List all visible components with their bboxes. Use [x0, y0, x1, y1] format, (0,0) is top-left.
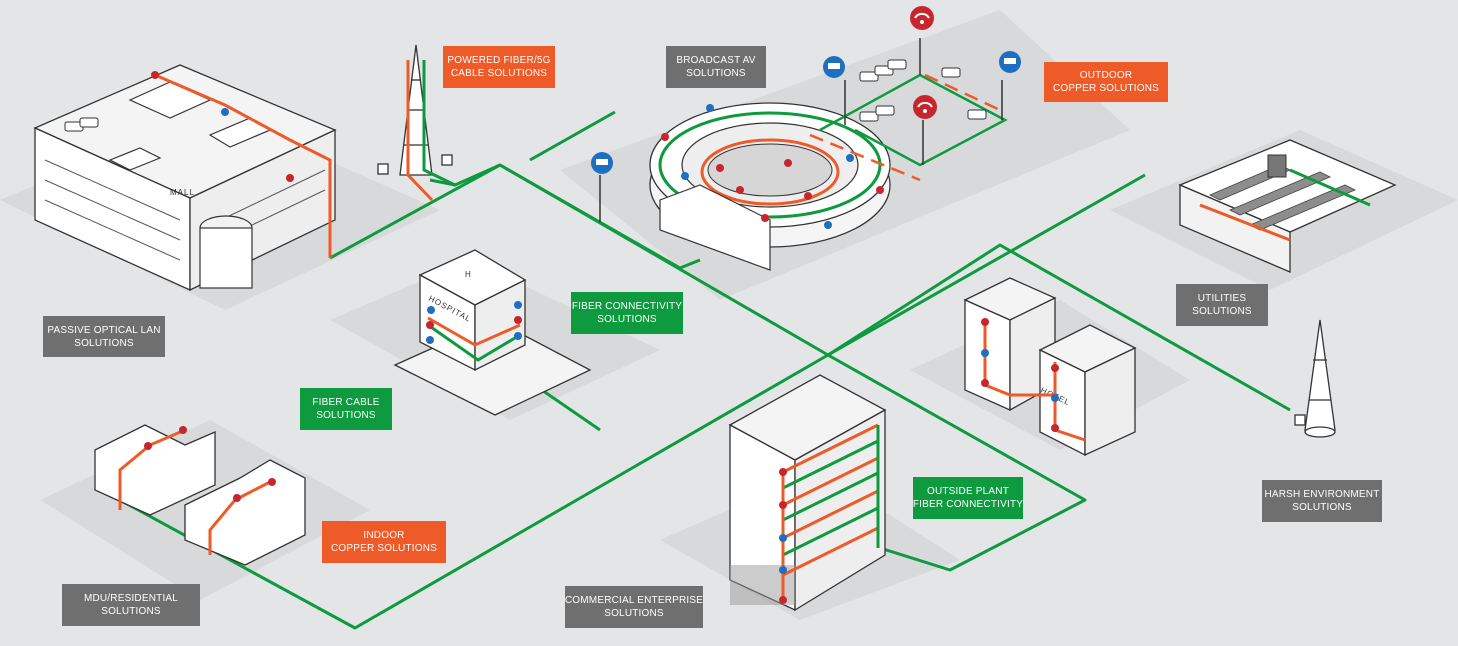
outside-plant-label[interactable]: OUTSIDE PLANT FIBER CONNECTIVITY — [913, 477, 1023, 519]
hotel-buildings: HOTEL — [963, 277, 1137, 457]
wifi-icon — [913, 95, 937, 119]
node-dot — [661, 133, 669, 141]
mall-building: MALL — [33, 64, 337, 292]
office-tower — [728, 374, 887, 612]
fiber-connectivity-label[interactable]: FIBER CONNECTIVITY SOLUTIONS — [571, 292, 683, 334]
car-icon — [64, 59, 987, 132]
security-camera-icon — [591, 152, 613, 174]
fiber-cable-label[interactable]: FIBER CABLE SOLUTIONS — [300, 388, 392, 430]
passive-optical-lan-label[interactable]: PASSIVE OPTICAL LAN SOLUTIONS — [43, 316, 165, 357]
node-dot — [151, 71, 159, 79]
node-dot — [846, 154, 854, 162]
node-dot — [221, 108, 229, 116]
node-dot — [784, 159, 792, 167]
node-dot — [876, 186, 884, 194]
node-dot — [761, 214, 769, 222]
stadium — [649, 102, 891, 271]
mdu-residential-label[interactable]: MDU/RESIDENTIAL SOLUTIONS — [62, 584, 200, 626]
hospital-building: H HOSPITAL — [393, 249, 592, 416]
powered-fiber-label[interactable]: POWERED FIBER/5G CABLE SOLUTIONS — [443, 46, 555, 88]
broadcast-av-label[interactable]: BROADCAST AV SOLUTIONS — [666, 46, 766, 88]
node-dot — [824, 221, 832, 229]
commercial-enterprise-label[interactable]: COMMERCIAL ENTERPRISE SOLUTIONS — [565, 586, 703, 628]
node-dot — [706, 104, 714, 112]
cell-tower-icon — [377, 44, 456, 202]
security-camera-icon — [999, 51, 1021, 73]
outdoor-copper-label[interactable]: OUTDOOR COPPER SOLUTIONS — [1044, 62, 1168, 102]
server-rack-icon — [1178, 139, 1397, 273]
node-dot — [804, 192, 812, 200]
mall-sign: MALL — [170, 188, 195, 197]
cell-tower-icon — [1294, 319, 1336, 438]
node-dot — [286, 174, 294, 182]
residential-buildings — [94, 424, 306, 566]
utilities-label[interactable]: UTILITIES SOLUTIONS — [1176, 284, 1268, 326]
harsh-environment-label[interactable]: HARSH ENVIRONMENT SOLUTIONS — [1262, 480, 1382, 522]
node-dot — [736, 186, 744, 194]
wifi-icon — [910, 6, 934, 30]
helipad-icon: H — [465, 270, 472, 279]
parking-lot — [64, 6, 1021, 222]
security-camera-icon — [823, 56, 845, 78]
indoor-copper-label[interactable]: INDOOR COPPER SOLUTIONS — [322, 521, 446, 563]
node-dot — [681, 172, 689, 180]
node-dot — [716, 164, 724, 172]
